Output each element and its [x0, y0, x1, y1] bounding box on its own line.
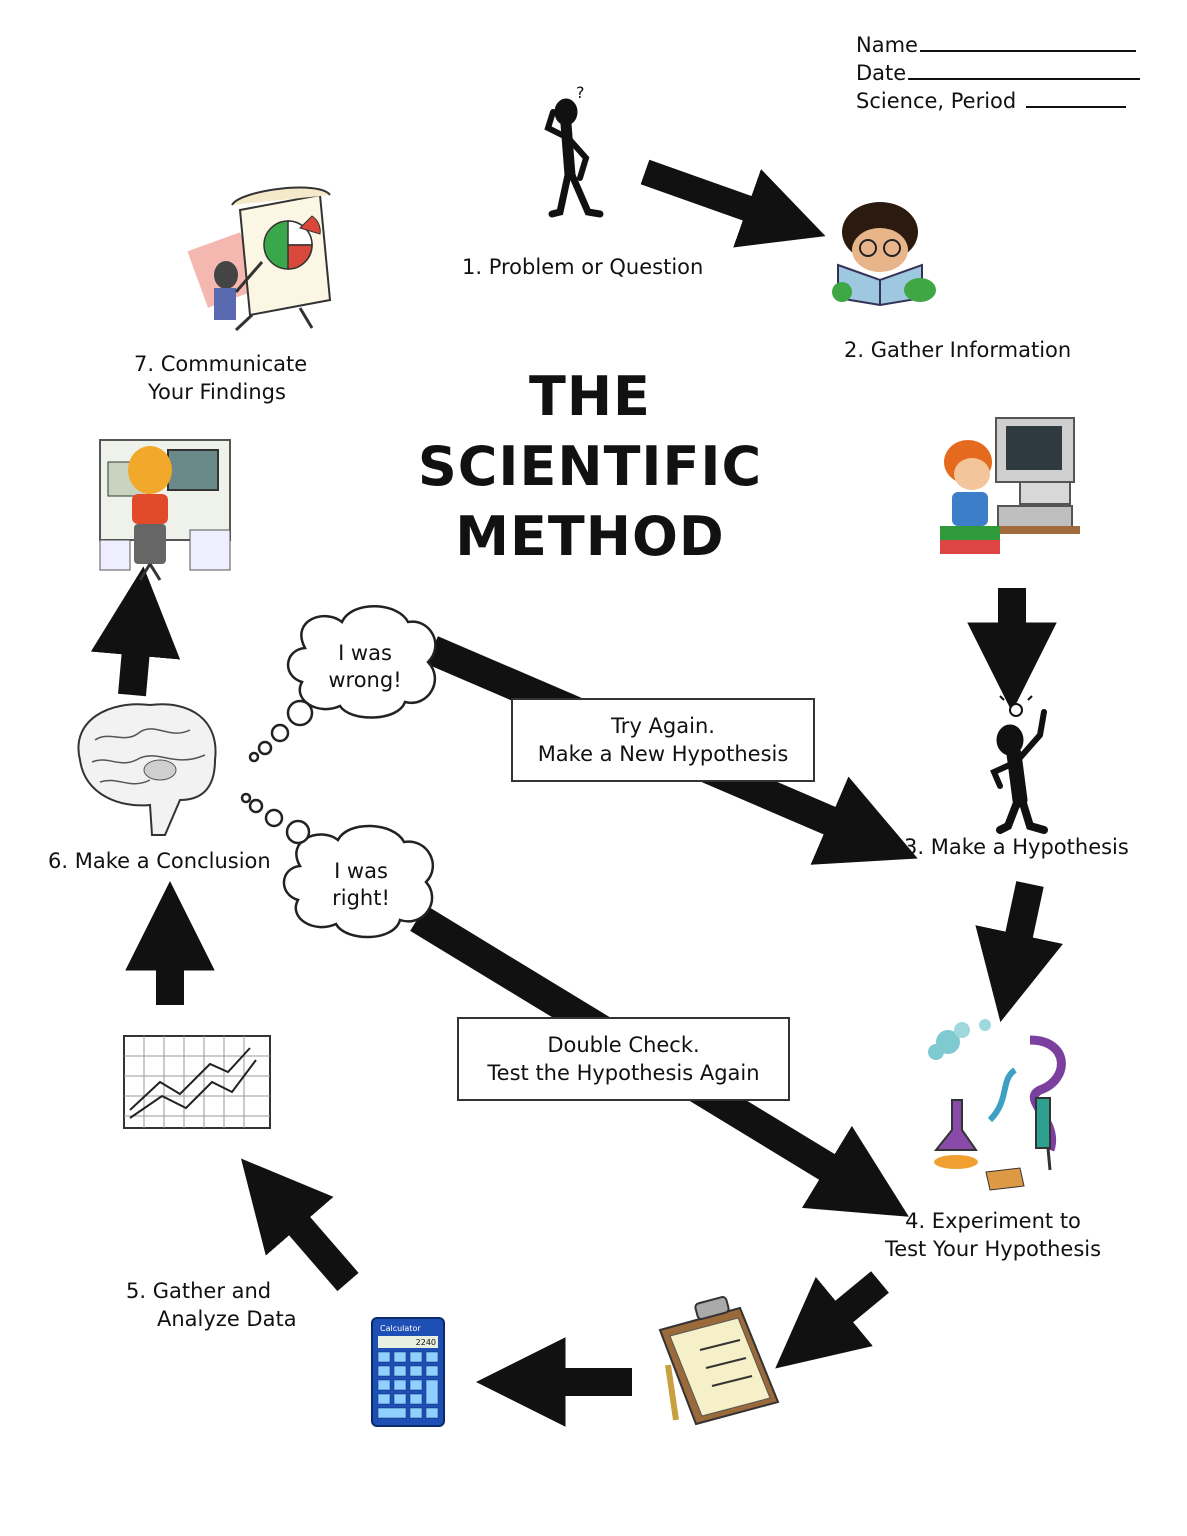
right-bubble-text: I was right!	[306, 858, 416, 912]
wrong-bubble-text: I was wrong!	[310, 640, 420, 694]
presentation-easel-icon	[187, 186, 332, 332]
try-again-line-2: Make a New Hypothesis	[537, 742, 789, 766]
step-2-label: 2. Gather Information	[844, 338, 1072, 362]
step-4-line-2: Test Your Hypothesis	[884, 1237, 1102, 1261]
step-5-line-2: Analyze Data	[157, 1307, 297, 1331]
arrow-1-to-2	[640, 159, 826, 248]
thinking-figure-icon: ?	[544, 83, 604, 218]
title-line-2: SCIENTIFIC	[417, 435, 763, 498]
arrow-5-to-graph	[240, 1158, 359, 1292]
step-3-label: 3. Make a Hypothesis	[904, 835, 1129, 859]
step-4-label: 4. Experiment to Test Your Hypothesis	[862, 1207, 1124, 1263]
step-7-line-2: Your Findings	[148, 380, 286, 404]
try-again-line-1: Try Again.	[611, 714, 715, 738]
right-bubble-line-2: right!	[332, 886, 390, 910]
brain-icon	[77, 703, 217, 836]
arrow-4-to-clipboard	[775, 1271, 889, 1369]
double-check-box: Double Check. Test the Hypothesis Again	[457, 1017, 790, 1101]
date-field: Date	[856, 58, 1141, 87]
calculator-icon: Calculator 2240	[371, 1317, 445, 1427]
svg-text:?: ?	[576, 83, 585, 102]
step-1-label: 1. Problem or Question	[462, 255, 704, 279]
step-4-line-1: 4. Experiment to	[905, 1209, 1081, 1233]
double-check-line-2: Test the Hypothesis Again	[487, 1061, 760, 1085]
title-line-1: THE	[529, 365, 651, 428]
step-5-line-1: 5. Gather and	[126, 1279, 272, 1303]
clipboard-icon	[658, 1296, 780, 1426]
double-check-line-1: Double Check.	[547, 1033, 700, 1057]
step-7-line-1: 7. Communicate	[134, 352, 308, 376]
lab-experiment-icon	[928, 1019, 1066, 1191]
period-field: Science, Period	[856, 86, 1127, 115]
title-line-3: METHOD	[455, 505, 725, 568]
right-thought-bubble	[240, 792, 434, 939]
calculator-display: 2240	[416, 1338, 436, 1347]
name-field: Name	[856, 30, 1136, 59]
wrong-bubble-line-2: wrong!	[328, 668, 402, 692]
step-6-label: 6. Make a Conclusion	[48, 849, 271, 873]
wrong-bubble-line-1: I was	[338, 641, 392, 665]
right-bubble-line-1: I was	[334, 859, 388, 883]
arrow-3-to-4	[975, 881, 1063, 1023]
calculator-title: Calculator	[380, 1324, 421, 1333]
try-again-box: Try Again. Make a New Hypothesis	[511, 698, 815, 782]
kid-at-computer-icon	[940, 417, 1080, 554]
wrong-thought-bubble	[248, 605, 437, 763]
arrow-6-to-7	[90, 566, 181, 697]
person-at-desk-icon	[99, 439, 231, 581]
idea-figure-icon	[990, 690, 1048, 834]
line-graph-icon	[123, 1035, 271, 1129]
boy-reading-icon	[832, 202, 936, 307]
